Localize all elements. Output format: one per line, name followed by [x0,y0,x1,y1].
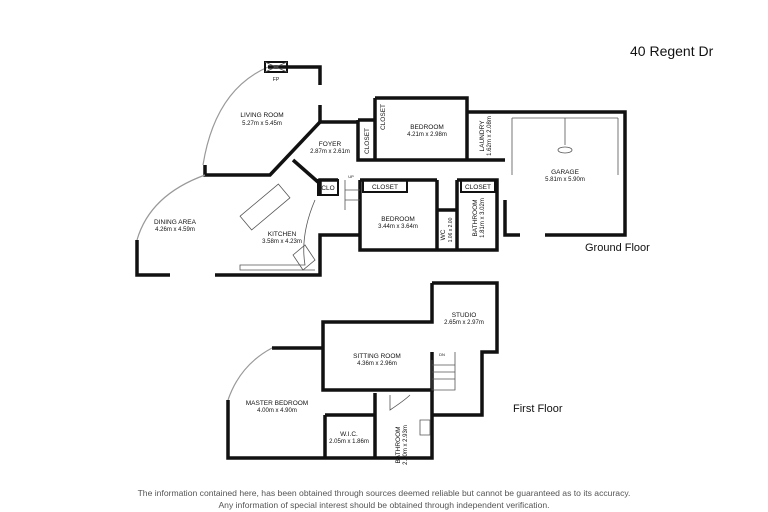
kitchen-dims: 3.58m x 4.23m [262,239,302,245]
stairs-up-label: UP [348,174,354,179]
foyer-label: FOYER [319,141,342,148]
studio-dims: 2.65m x 2.97m [444,320,484,326]
garage-dims: 5.81m x 5.90m [545,177,585,183]
foyer-dims: 2.87m x 2.61m [310,149,350,155]
ground-floor-label: Ground Floor [585,242,650,254]
sitting-room-dims: 4.36m x 2.96m [357,361,397,367]
property-address: 40 Regent Dr [630,43,714,59]
wic-dims: 2.05m x 1.86m [329,439,369,445]
wc-dims: 1.06 x 2.00 [448,217,454,242]
bathroom-label: BATHROOM [472,199,479,236]
bedroom-2-closet-label: CLOSET [372,184,398,191]
master-bedroom-dims: 4.00m x 4.90m [257,408,297,414]
bathroom-dims: 1.81m x 3.02m [480,198,486,238]
bedroom-1-closet-label: CLOSET [380,104,387,130]
master-bedroom-label: MASTER BEDROOM [246,400,308,407]
bedroom-2-label: BEDROOM [381,216,415,223]
first-floor-walls [226,281,499,460]
bedroom-1-label: BEDROOM [410,124,444,131]
foyer-closet-label: CLOSET [364,128,371,154]
laundry-label: LAUNDRY [479,120,486,152]
wc-label: WC [440,229,447,240]
bathroom-first-label: BATHROOM [395,426,402,463]
studio-label: STUDIO [452,312,477,319]
bathroom-closet-label: CLOSET [465,184,491,191]
disclaimer-line-1: The information contained here, has been… [137,488,631,498]
laundry-dims: 1.62m x 2.08m [487,116,493,156]
clo-label: CLO [321,185,334,192]
kitchen-label: KITCHEN [268,231,297,238]
living-room-dims: 5.27m x 5.45m [242,121,282,127]
living-room-label: LIVING ROOM [240,112,283,119]
bedroom-1-dims: 4.21m x 2.98m [407,132,447,138]
fireplace-label: FP [273,77,280,83]
dining-area-label: DINING AREA [154,219,197,226]
first-floor-label: First Floor [513,403,563,415]
stairs-down-label: DN [439,352,445,357]
dining-area-dims: 4.26m x 4.59m [155,227,195,233]
bathroom-first-dims: 2.20m x 2.93m [403,425,409,465]
garage-label: GARAGE [551,169,579,176]
ground-floor-walls [135,61,627,277]
wic-label: W.I.C. [340,431,358,438]
disclaimer-line-2: Any information of special interest shou… [218,500,550,510]
bedroom-2-dims: 3.44m x 3.64m [378,224,418,230]
sitting-room-label: SITTING ROOM [353,353,401,360]
